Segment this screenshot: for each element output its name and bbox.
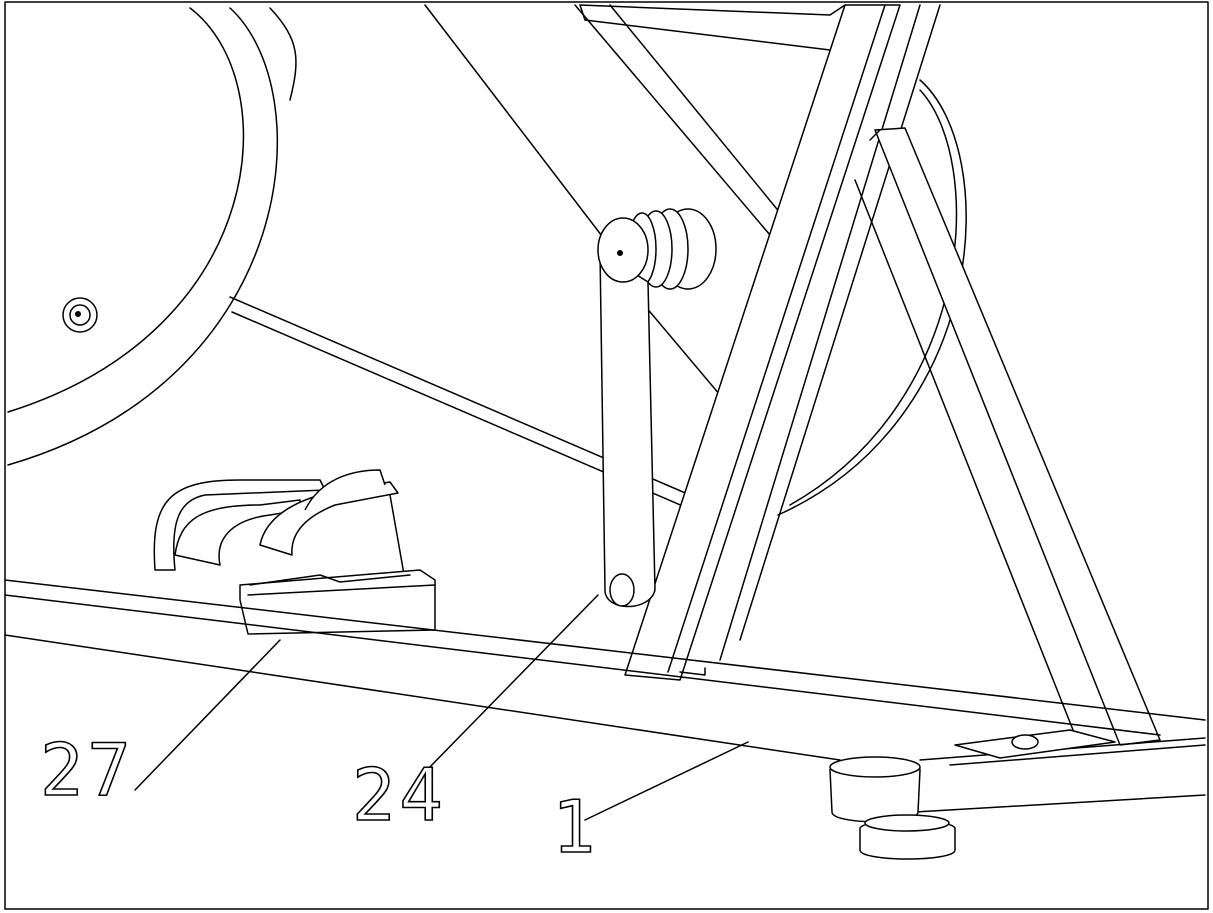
callout-label-27: 27 — [40, 728, 135, 812]
base-rail — [4, 579, 1206, 813]
frame-tubes — [574, 4, 1161, 746]
leader-line-1 — [584, 741, 749, 821]
callout-label-24: 24 — [352, 753, 447, 837]
pedal-crank — [597, 208, 717, 608]
leveling-foot — [829, 756, 956, 860]
callout-labels: 27 24 1 — [39, 727, 599, 870]
leader-line-27 — [134, 639, 281, 791]
drawing-frame — [4, 1, 1209, 910]
leader-line-24 — [424, 594, 599, 773]
callout-label-1: 1 — [552, 785, 599, 869]
callout-leaders — [134, 594, 749, 821]
flywheel-nut — [62, 297, 98, 333]
flywheel — [7, 7, 297, 466]
pedal — [153, 469, 436, 635]
